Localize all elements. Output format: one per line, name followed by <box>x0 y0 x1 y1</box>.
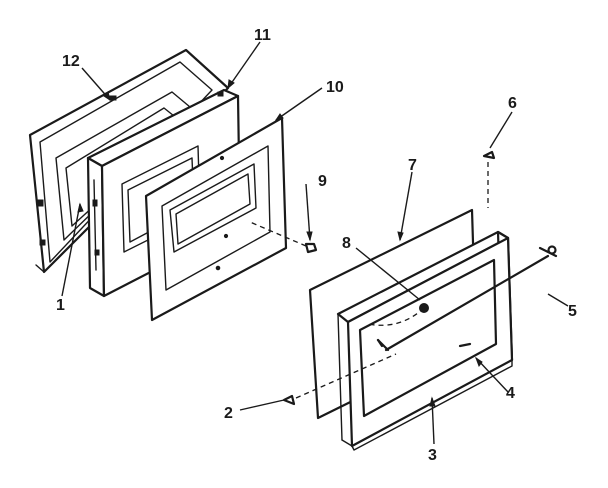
callout-10: 10 <box>326 79 344 96</box>
part-6-screw <box>482 150 496 208</box>
callout-9: 9 <box>318 173 327 190</box>
callout-2: 2 <box>224 405 233 422</box>
callout-12: 12 <box>62 53 80 70</box>
part-4-clip <box>458 342 472 348</box>
callout-6: 6 <box>508 95 517 112</box>
part-10-outer-door-panel <box>144 116 288 322</box>
callout-7: 7 <box>408 157 417 174</box>
part-9-screw <box>249 221 318 254</box>
callout-3: 3 <box>428 447 437 464</box>
part-3-door-frame <box>336 230 514 451</box>
leader-lines <box>61 41 569 445</box>
callout-8: 8 <box>342 235 351 252</box>
callouts: 12 11 10 1 6 7 9 8 5 4 2 3 <box>56 27 577 464</box>
part-5-handle <box>376 245 558 352</box>
part-8-screw <box>367 303 429 326</box>
part-2-screw <box>282 353 397 406</box>
callout-5: 5 <box>568 303 577 320</box>
callout-4: 4 <box>506 385 515 402</box>
callout-11: 11 <box>254 27 271 44</box>
callout-1: 1 <box>56 297 65 314</box>
